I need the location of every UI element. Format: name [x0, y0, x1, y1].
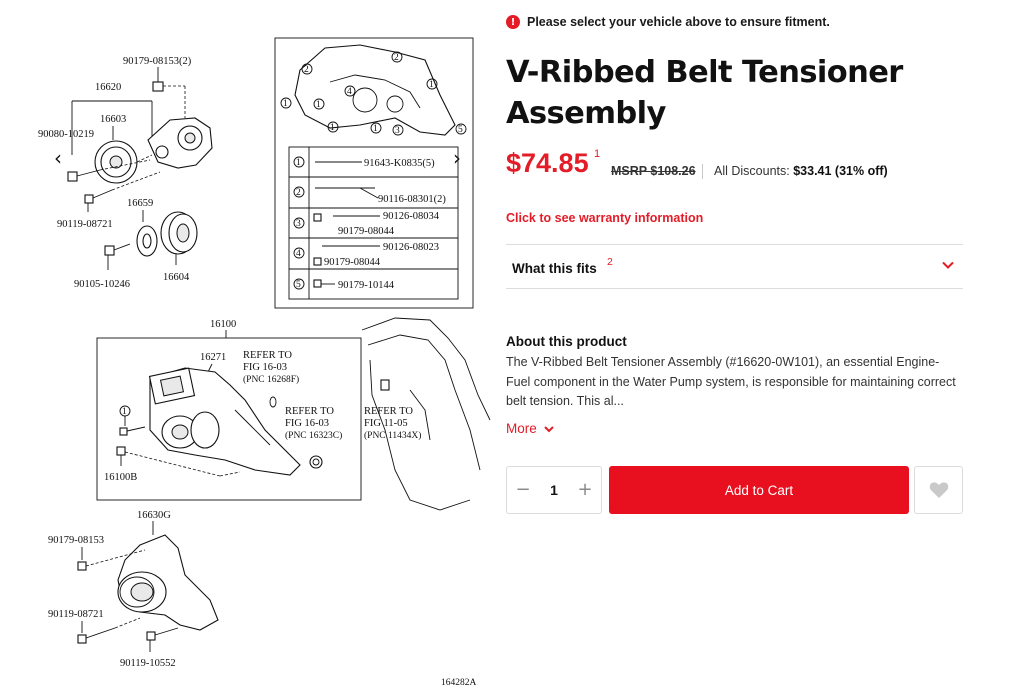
callout: 90179-08153 [48, 535, 104, 546]
legend-part: 90179-08044 [324, 257, 381, 268]
more-label: More [506, 421, 537, 436]
callout: 90119-10552 [120, 658, 176, 669]
more-button[interactable]: More [506, 421, 555, 436]
callout: 16603 [100, 114, 126, 125]
msrp-price: MSRP $108.26 [611, 164, 696, 178]
callout: 16271 [200, 352, 226, 363]
quantity-stepper: − 1 + [506, 466, 602, 514]
callout: REFER TO [243, 350, 292, 361]
callout: 16100 [210, 319, 236, 330]
add-to-cart-button[interactable]: Add to Cart [609, 466, 909, 514]
diagram-drawing: 90179-08153(2) 16620 16603 90080-10219 9… [38, 37, 491, 688]
fitment-notice: ! Please select your vehicle above to en… [506, 15, 830, 29]
svg-text:1: 1 [316, 100, 321, 110]
svg-text:1: 1 [373, 124, 378, 134]
callout: REFER TO [364, 406, 413, 417]
svg-text:1: 1 [283, 99, 288, 109]
alert-icon: ! [506, 15, 520, 29]
legend-part: 90126-08023 [383, 242, 439, 253]
svg-text:2: 2 [394, 53, 399, 63]
price-row: $74.85 1 MSRP $108.26 All Discounts: $33… [506, 148, 966, 188]
callout: 16620 [95, 82, 121, 93]
increase-quantity-button[interactable]: + [577, 479, 593, 500]
product-panel: ! Please select your vehicle above to en… [506, 0, 966, 691]
callout: 16604 [163, 272, 190, 283]
legend-num: 5 [296, 280, 301, 290]
callout: FIG 11-05 [364, 418, 408, 429]
legend-part: 90126-08034 [383, 211, 440, 222]
heart-icon [929, 482, 948, 498]
callout: 16659 [127, 198, 153, 209]
callout: (PNC 11434X) [364, 430, 421, 441]
callout: 90105-10246 [74, 279, 130, 290]
legend-part: 91643-K0835(5) [364, 158, 435, 169]
legend-num: 4 [296, 249, 301, 259]
svg-text:1: 1 [429, 80, 434, 90]
chevron-right-icon: › [453, 146, 461, 170]
callout: 90080-10219 [38, 129, 94, 140]
price-footnote[interactable]: 1 [594, 148, 601, 160]
legend-part: 90179-08044 [338, 226, 395, 237]
what-this-fits-label: What this fits [512, 261, 597, 276]
warranty-link[interactable]: Click to see warranty information [506, 211, 704, 225]
chevron-down-icon [544, 425, 554, 432]
legend-num: 3 [296, 219, 301, 229]
callout: REFER TO [285, 406, 334, 417]
legend-box [274, 37, 474, 309]
legend-num: 1 [296, 158, 301, 168]
illustration-number: 164282A [441, 678, 477, 688]
fitment-notice-text: Please select your vehicle above to ensu… [527, 15, 830, 29]
what-this-fits-accordion[interactable]: What this fits 2 [506, 244, 963, 289]
quantity-value[interactable]: 1 [550, 482, 558, 498]
divider [702, 164, 703, 179]
product-title: V-Ribbed Belt Tensioner Assembly [506, 55, 903, 131]
svg-text:4: 4 [347, 87, 352, 97]
sale-price: $74.85 [506, 148, 589, 178]
legend-num: 2 [296, 188, 301, 198]
about-text: The V-Ribbed Belt Tensioner Assembly (#1… [506, 355, 956, 408]
carousel-prev-button[interactable]: ‹ [47, 145, 69, 171]
discount-summary: All Discounts: $33.41 (31% off) [714, 164, 888, 178]
wishlist-button[interactable] [914, 466, 963, 514]
callout: 16630G [137, 510, 171, 521]
svg-text:5: 5 [458, 125, 463, 135]
about-heading: About this product [506, 334, 627, 349]
svg-text:3: 3 [395, 126, 400, 136]
parts-diagram: 90179-08153(2) 16620 16603 90080-10219 9… [0, 0, 495, 691]
callout: (PNC 16323C) [285, 430, 342, 441]
discount-value: $33.41 (31% off) [793, 164, 888, 178]
callout: 90119-08721 [48, 609, 104, 620]
legend-part: 90179-10144 [338, 280, 395, 291]
fits-footnote: 2 [607, 256, 613, 268]
callout: FIG 16-03 [285, 418, 329, 429]
callout: 90179-08153(2) [123, 56, 192, 67]
callout: (PNC 16268F) [243, 374, 299, 385]
callout: 90119-08721 [57, 219, 113, 230]
svg-text:2: 2 [304, 65, 309, 75]
chevron-left-icon: ‹ [54, 146, 62, 170]
chevron-down-icon [942, 261, 954, 269]
callout: 16100B [104, 472, 137, 483]
carousel-next-button[interactable]: › [446, 145, 468, 171]
legend-part: 90116-08301(2) [378, 194, 446, 205]
discount-label: All Discounts: [714, 164, 790, 178]
callout: FIG 16-03 [243, 362, 287, 373]
svg-text:1: 1 [122, 407, 127, 417]
svg-text:1: 1 [330, 123, 335, 133]
decrease-quantity-button[interactable]: − [515, 479, 531, 500]
